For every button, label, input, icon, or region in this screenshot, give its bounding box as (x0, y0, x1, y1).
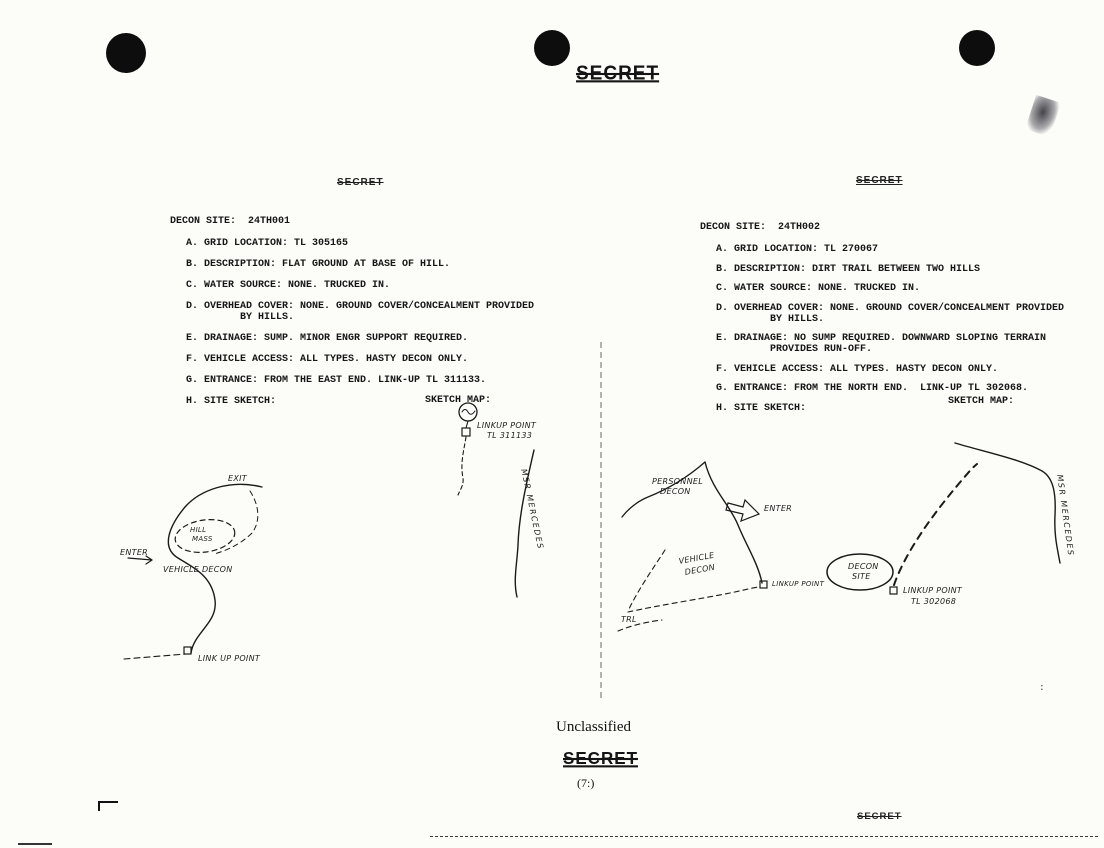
center-fold-line (600, 342, 602, 698)
scan-artifact-mark: : (1040, 680, 1044, 693)
sketch2-personnel-label-line1: PERSONNEL (652, 477, 703, 486)
decon-site-oval (826, 553, 894, 591)
site2-sketch-map-label: SKETCH MAP: (948, 396, 1015, 407)
sketch1-linkup-top-grid: TL 311133 (487, 431, 533, 440)
site1-item-site-sketch: H. SITE SKETCH: (186, 396, 277, 407)
site1-item-water-source: C. WATER SOURCE: NONE. TRUCKED IN. (186, 280, 391, 291)
site1-item-drainage: E. DRAINAGE: SUMP. MINOR ENGR SUPPORT RE… (186, 333, 469, 344)
personnel-branch-line (621, 461, 706, 518)
msr-road-line-2 (954, 442, 1061, 564)
hole-punch-right (959, 30, 995, 66)
hole-punch-center (534, 30, 570, 66)
dashed-boundary (213, 490, 259, 555)
enter-arrow-line (127, 557, 153, 561)
sketch2-linkup-right-label: LINKUP POINT (903, 586, 963, 595)
enter-arrow-outline (725, 498, 761, 522)
sketch1-hill-label-line2: MASS (192, 535, 213, 543)
site2-item-grid-location: A. GRID LOCATION: TL 270067 (716, 244, 879, 255)
sketch1-linkup-top-label: LINKUP POINT (477, 421, 537, 430)
site1-item-overhead-cover: D. OVERHEAD COVER: NONE. GROUND COVER/CO… (186, 301, 535, 323)
site-road-line (167, 483, 263, 654)
page-number: (7:) (577, 776, 595, 790)
secret-stamp-top: SECRET (576, 62, 660, 85)
site2-item-drainage: E. DRAINAGE: NO SUMP REQUIRED. DOWNWARD … (716, 333, 1047, 355)
sketch1-linkup-bottom-label: LINK UP POINT (198, 654, 261, 663)
sketch2-linkup-right-grid: TL 302068 (911, 597, 957, 606)
sketch2-decon-site-label-line1: DECON (848, 562, 879, 571)
bottom-dashed-trail (123, 653, 187, 660)
site2-item-description: B. DESCRIPTION: DIRT TRAIL BETWEEN TWO H… (716, 263, 981, 275)
msr-road-line (514, 449, 535, 598)
site1-item-description: B. DESCRIPTION: FLAT GROUND AT BASE OF H… (186, 259, 451, 270)
site2-item-entrance: G. ENTRANCE: FROM THE NORTH END. LINK-UP… (716, 383, 1029, 394)
site1-title: DECON SITE: 24TH001 (170, 216, 291, 227)
secret-stamp-bottom-right: SECRET (857, 811, 902, 822)
hill-mass-outline (174, 519, 236, 553)
site1-item-vehicle-access: F. VEHICLE ACCESS: ALL TYPES. HASTY DECO… (186, 354, 469, 365)
site2-item-vehicle-access: F. VEHICLE ACCESS: ALL TYPES. HASTY DECO… (716, 363, 999, 375)
site2-block: DECON SITE: 24TH002 A. GRID LOCATION: TL… (700, 222, 1104, 422)
site2-item-site-sketch: H. SITE SKETCH: (716, 402, 807, 414)
site1-item-entrance: G. ENTRANCE: FROM THE EAST END. LINK-UP … (186, 375, 487, 386)
sketch2-personnel-label-line2: DECON (660, 487, 691, 496)
vehicle-trail-dashed-2 (627, 549, 666, 612)
sketch2-linkup-mid-label: LINKUP POINT (772, 580, 825, 588)
linkup-square-bottom (183, 646, 192, 655)
site1-sketch-map-label: SKETCH MAP: (425, 395, 492, 406)
site2-item-overhead-cover: D. OVERHEAD COVER: NONE. GROUND COVER/CO… (716, 302, 1065, 325)
site2-title: DECON SITE: 24TH002 (700, 222, 821, 233)
main-trail-line (704, 461, 763, 584)
vehicle-trail-dashed (627, 586, 761, 613)
dashed-route-to-msr (893, 463, 978, 586)
sketch2-enter-label: ENTER (764, 504, 793, 513)
lower-trail-dashed (617, 619, 663, 632)
secret-stamp-small-left: SECRET (337, 177, 384, 188)
sketch1-exit-label: EXIT (228, 474, 247, 483)
sketch2-trail-label: TRL (621, 615, 637, 624)
site2-item-water-source: C. WATER SOURCE: NONE. TRUCKED IN. (716, 283, 921, 294)
sketch1-vehicle-decon-label: VEHICLE DECON (163, 565, 233, 574)
bottom-scan-line (430, 836, 1098, 837)
secret-stamp-bottom: SECRET (563, 748, 638, 769)
sketch2-decon-site-label-line2: SITE (852, 572, 871, 581)
site1-sketch-map (123, 402, 535, 660)
sketch1-enter-label: ENTER (120, 548, 149, 557)
secret-stamp-small-right: SECRET (856, 175, 903, 186)
bottom-scan-dash (18, 843, 52, 845)
corner-registration-mark (98, 801, 118, 811)
site1-item-grid-location: A. GRID LOCATION: TL 305165 (186, 238, 349, 249)
site1-block: DECON SITE: 24TH001 A. GRID LOCATION: TL… (170, 216, 610, 417)
circled-scribble (461, 409, 476, 415)
site2-sketch-map (617, 442, 1061, 632)
connector-line (465, 420, 469, 429)
ink-smudge (1025, 94, 1061, 138)
linkup-square-mid (759, 580, 768, 589)
linkup-square-top (461, 427, 471, 437)
enter-arrow-head (145, 555, 153, 565)
hole-punch-left (106, 33, 146, 73)
linkup-dashed-path (457, 436, 467, 496)
linkup-square-right (889, 586, 898, 595)
unclassified-label: Unclassified (556, 719, 631, 735)
sketch1-hill-label-line1: HILL (190, 526, 207, 534)
